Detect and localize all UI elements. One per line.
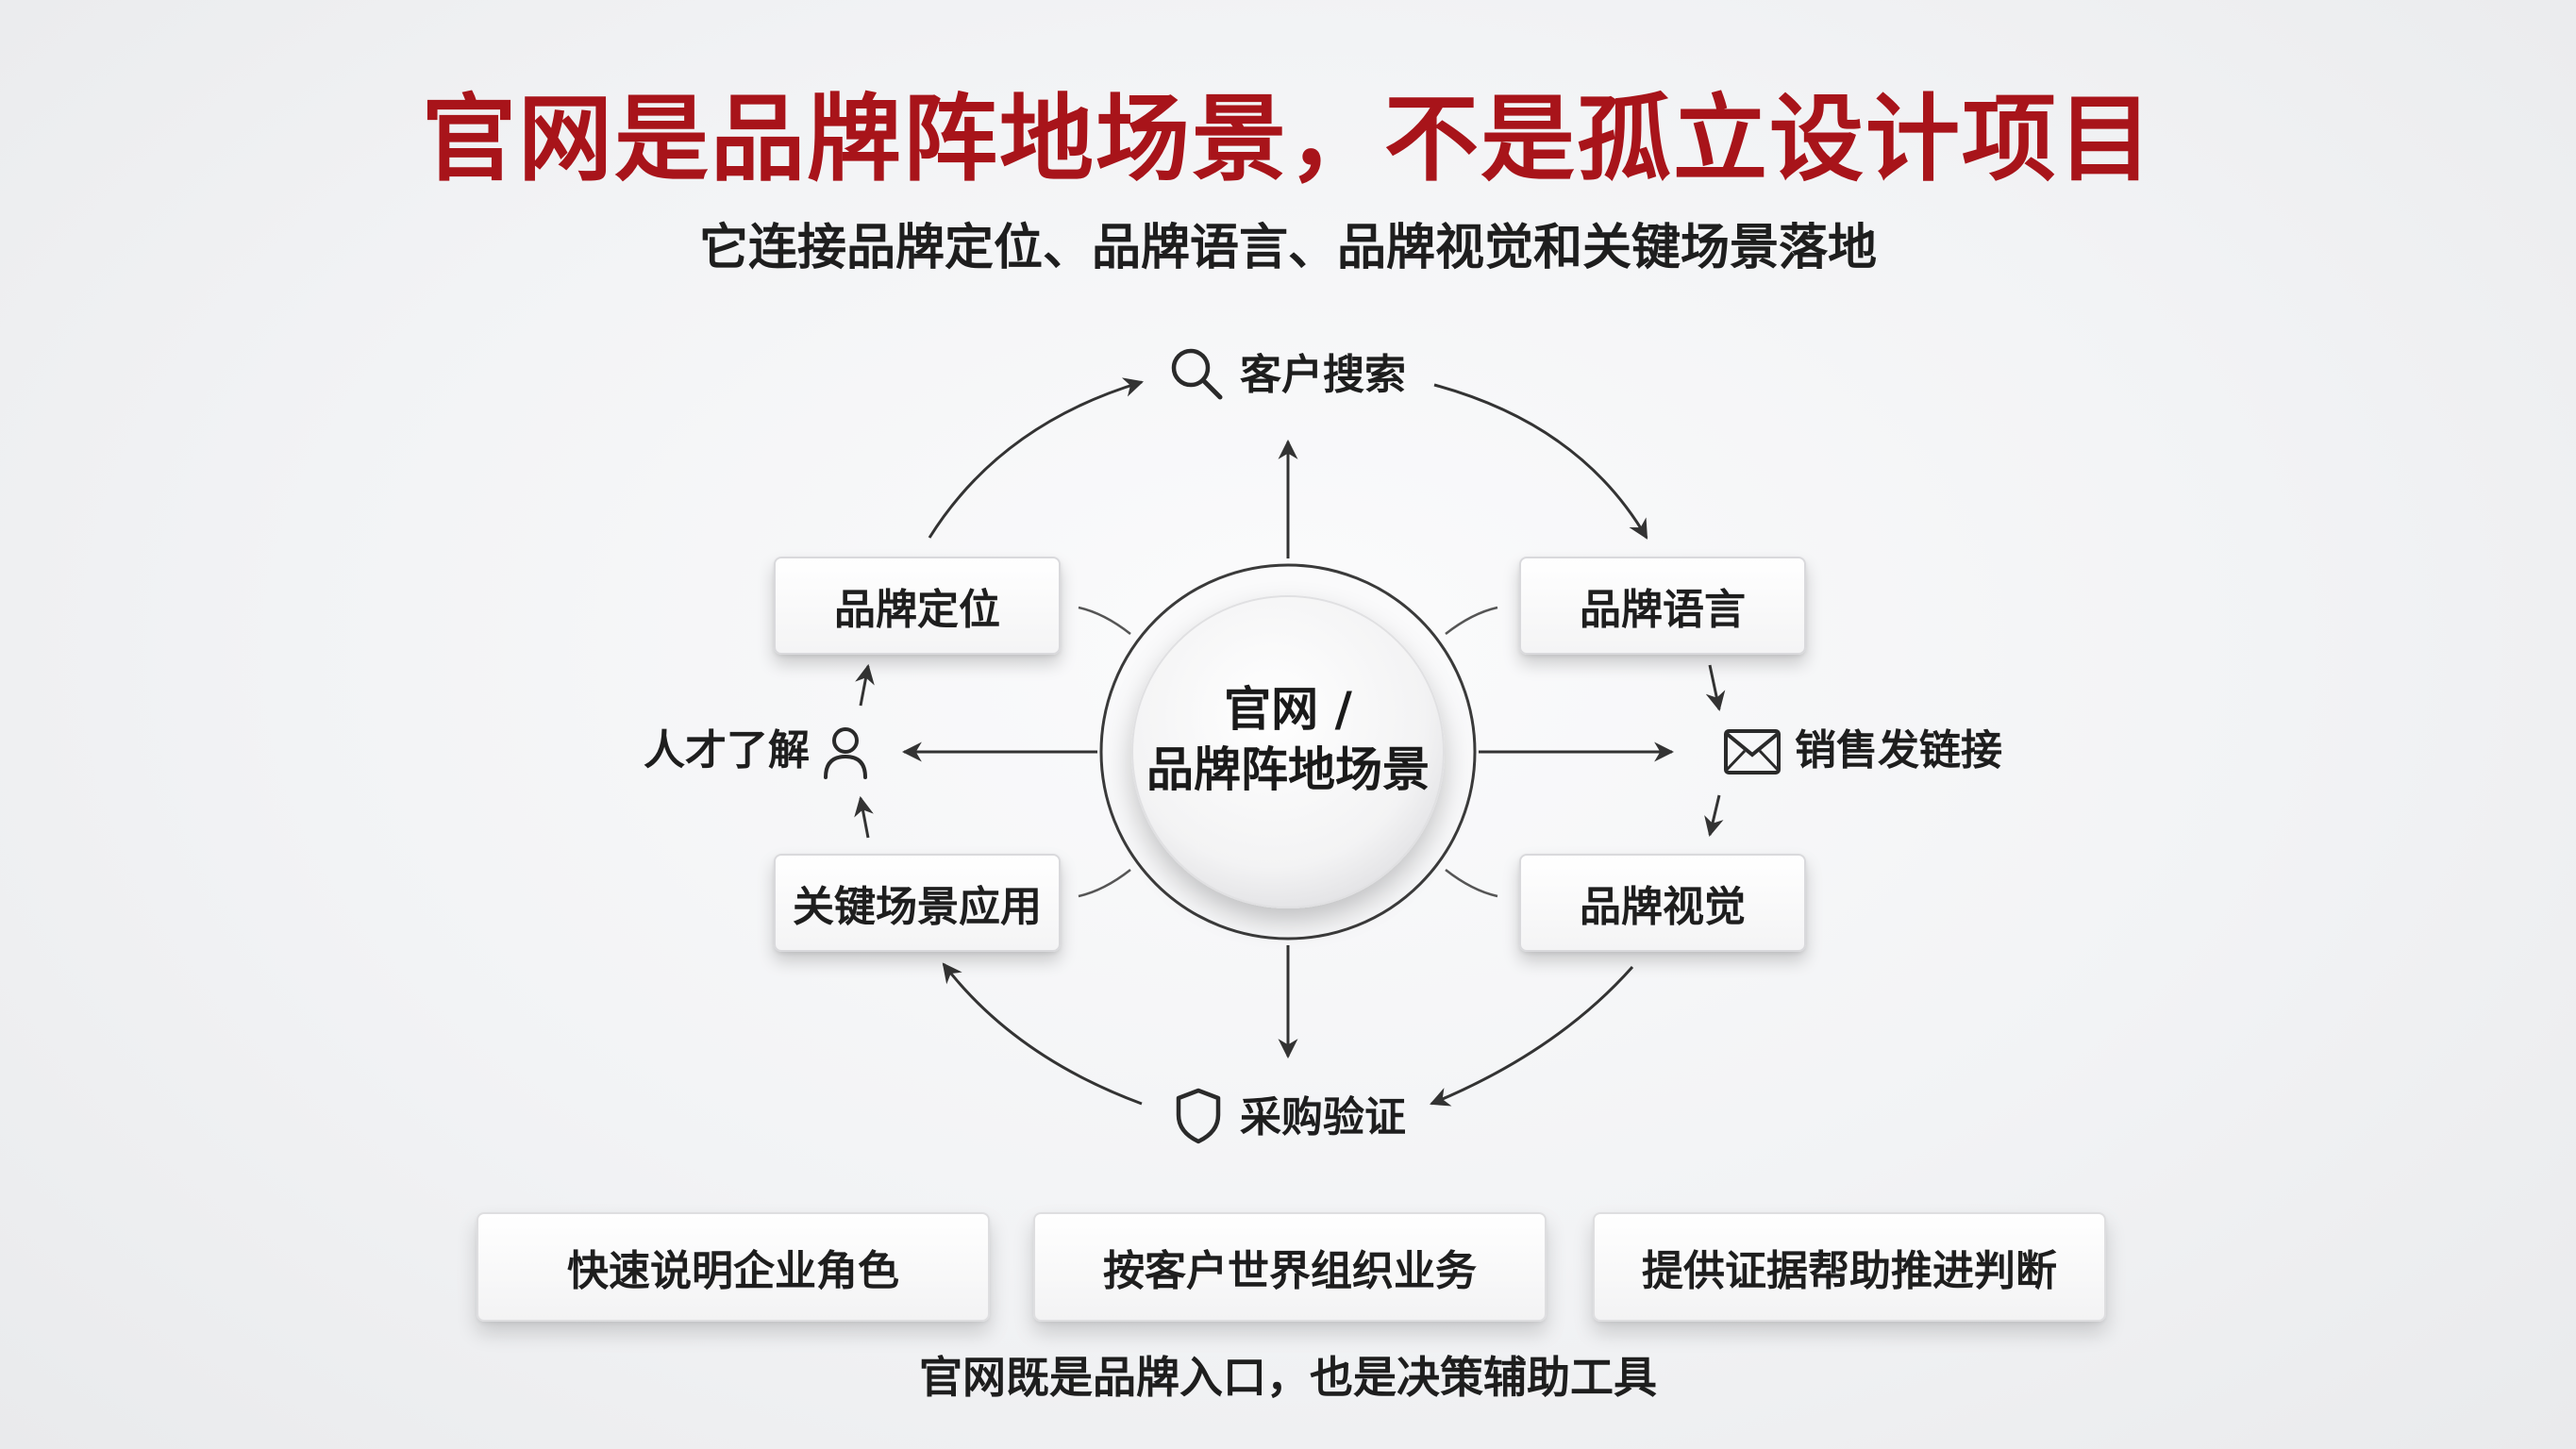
arc-procurement-to-scenario <box>942 962 1143 1106</box>
arrow-language-to-sales <box>1705 664 1726 712</box>
arc-search-to-language <box>1433 383 1648 540</box>
search-icon <box>1171 348 1223 400</box>
node-brand-language: 品牌语言 <box>1519 557 1806 655</box>
center-label-line2: 品牌阵地场景 <box>1146 742 1430 797</box>
bottom-box-explain-role: 快速说明企业角色 <box>477 1212 990 1322</box>
arc-positioning-to-search <box>928 377 1145 539</box>
center-label-line1: 官网 / <box>1224 682 1352 737</box>
node-key-scenario: 关键场景应用 <box>774 854 1061 952</box>
page-title: 官网是品牌阵地场景，不是孤立设计项目 <box>422 84 2154 194</box>
bottom-box-organize-business: 按客户世界组织业务 <box>1033 1212 1547 1322</box>
footer-caption: 官网既是品牌入口，也是决策辅助工具 <box>919 1352 1657 1403</box>
arrow-talent-to-positioning <box>855 663 875 707</box>
shield-icon <box>1176 1088 1221 1144</box>
spoke-scenario <box>1078 869 1131 898</box>
center-outer-ring <box>1099 563 1477 941</box>
node-brand-visual: 品牌视觉 <box>1519 854 1806 952</box>
page-subtitle: 它连接品牌定位、品牌语言、品牌视觉和关键场景落地 <box>698 220 1877 276</box>
spoke-visual <box>1445 869 1498 898</box>
center-disc <box>1131 595 1445 908</box>
arrow-scenario-to-talent <box>854 795 874 839</box>
spoke-language <box>1445 606 1498 635</box>
arc-visual-to-procurement <box>1430 966 1634 1107</box>
touchpoint-procurement-label: 采购验证 <box>1240 1093 1406 1141</box>
center-label: 官网 / 品牌阵地场景 <box>1099 679 1477 800</box>
mail-icon <box>1724 729 1781 774</box>
touchpoint-sales-label: 销售发链接 <box>1795 726 2002 774</box>
touchpoint-search-label: 客户搜索 <box>1240 351 1406 399</box>
person-icon <box>824 727 867 779</box>
spoke-positioning <box>1078 606 1131 635</box>
bottom-box-provide-evidence: 提供证据帮助推进判断 <box>1593 1212 2106 1322</box>
node-brand-positioning: 品牌定位 <box>774 557 1061 655</box>
touchpoint-talent-label: 人才了解 <box>644 726 810 774</box>
arrow-sales-to-visual <box>1704 794 1724 838</box>
